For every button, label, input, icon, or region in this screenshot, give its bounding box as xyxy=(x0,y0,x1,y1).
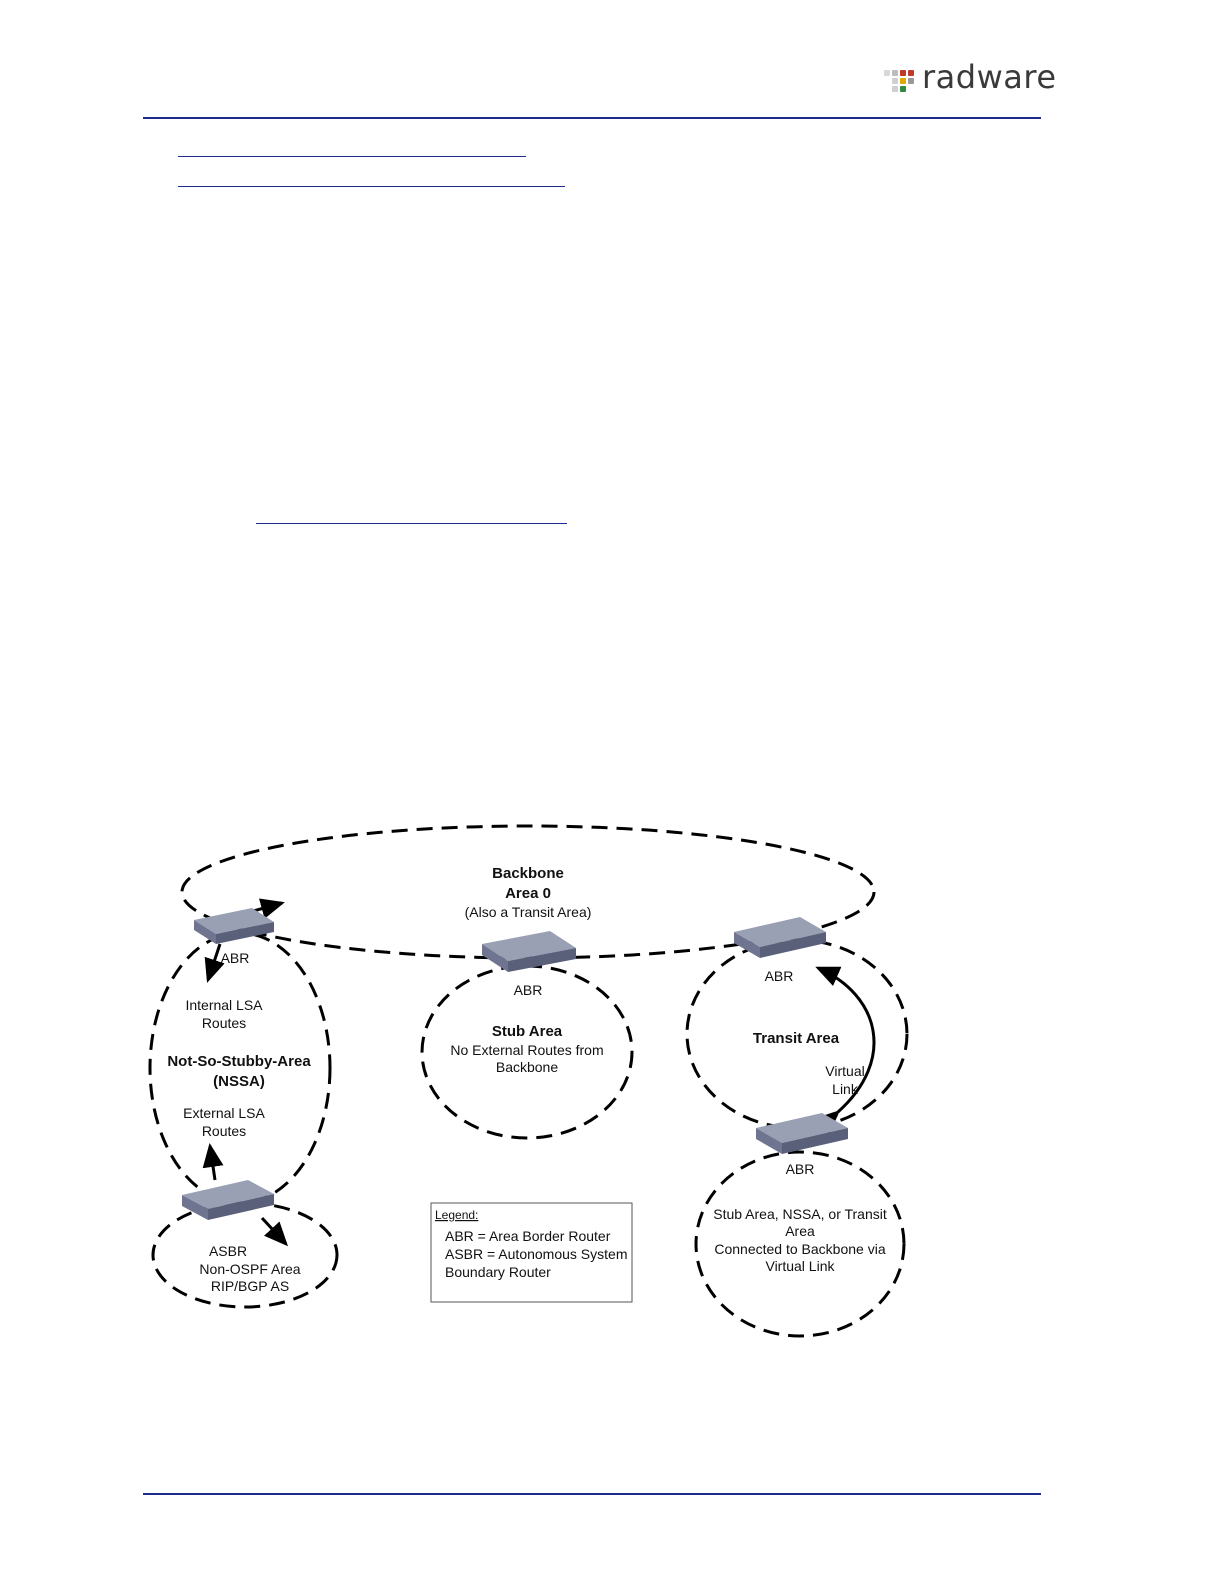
header-rule xyxy=(143,117,1041,119)
nssa-title-1: Not-So-Stubby-Area xyxy=(167,1053,311,1070)
asbr-label: ASBR xyxy=(209,1243,247,1259)
non-ospf-area-ellipse xyxy=(151,1201,339,1309)
router-abr-lower-icon xyxy=(756,1113,848,1154)
arrow-asbr-out xyxy=(260,1216,289,1247)
router-abr-nssa-icon xyxy=(194,908,274,944)
transit-title: Transit Area xyxy=(753,1030,840,1047)
asbr-line-2: RIP/BGP AS xyxy=(211,1278,289,1294)
abr-label-transit: ABR xyxy=(765,968,794,984)
virtual-link-1: Virtual xyxy=(825,1063,864,1079)
lower-line-4: Virtual Link xyxy=(765,1258,835,1274)
stub-title: Stub Area xyxy=(492,1023,563,1040)
arrow-internal-lsa xyxy=(204,943,225,983)
nssa-external-2: Routes xyxy=(202,1123,246,1139)
legend-title: Legend: xyxy=(435,1208,478,1222)
logo-text: radware xyxy=(922,58,1057,96)
arrow-external-lsa xyxy=(202,1143,224,1181)
nssa-internal-1: Internal LSA xyxy=(185,997,263,1013)
asbr-line-1: Non-OSPF Area xyxy=(199,1261,300,1277)
logo-mark-icon xyxy=(884,68,924,98)
router-abr-stub-icon xyxy=(482,931,576,972)
virtual-link-2: Link xyxy=(832,1081,859,1097)
legend-line-2: ASBR = Autonomous System xyxy=(445,1246,627,1262)
router-asbr-icon xyxy=(182,1180,274,1220)
virtual-link-arrow xyxy=(815,966,876,1134)
lower-right-area-ellipse xyxy=(694,1150,906,1338)
legend-line-3: Boundary Router xyxy=(445,1264,551,1280)
stub-line-1: No External Routes from xyxy=(450,1042,603,1058)
abr-label-stub: ABR xyxy=(514,982,543,998)
link-line-2[interactable] xyxy=(178,186,565,187)
link-line-3[interactable] xyxy=(256,523,567,524)
nssa-internal-2: Routes xyxy=(202,1015,246,1031)
nssa-external-1: External LSA xyxy=(183,1105,265,1121)
lower-line-2: Area xyxy=(785,1223,815,1239)
abr-label-lower: ABR xyxy=(786,1161,815,1177)
lower-line-3: Connected to Backbone via xyxy=(714,1241,885,1257)
lower-line-1: Stub Area, NSSA, or Transit xyxy=(713,1206,887,1222)
stub-line-2: Backbone xyxy=(496,1059,558,1075)
link-line-1[interactable] xyxy=(178,156,526,157)
legend-box: Legend: ABR = Area Border Router ASBR = … xyxy=(430,1202,633,1303)
radware-logo: radware xyxy=(880,58,1056,100)
legend-line-1: ABR = Area Border Router xyxy=(445,1228,611,1244)
footer-rule xyxy=(143,1493,1041,1495)
router-abr-transit-icon xyxy=(734,917,826,958)
nssa-title-2: (NSSA) xyxy=(213,1073,265,1090)
abr-label-nssa: ABR xyxy=(221,950,250,966)
backbone-subtitle: (Also a Transit Area) xyxy=(465,904,592,920)
backbone-area: Area 0 xyxy=(505,885,551,902)
backbone-title: Backbone xyxy=(492,865,564,882)
